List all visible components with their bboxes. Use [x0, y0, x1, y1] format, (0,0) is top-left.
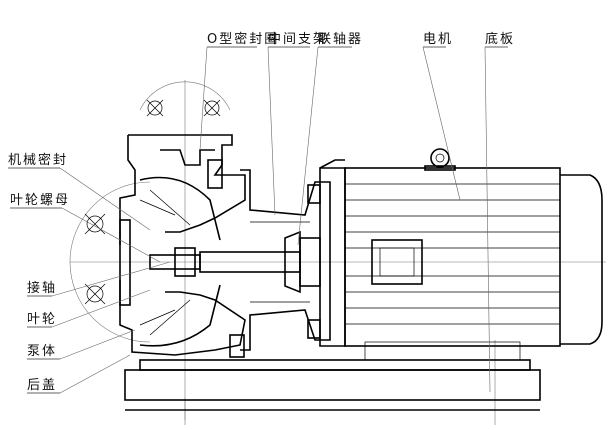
bolt-holes — [84, 99, 221, 305]
label-impeller: 叶轮 — [27, 312, 57, 327]
label-o-ring: O型密封圈 — [207, 31, 279, 47]
base-plate — [124, 341, 541, 411]
shaft — [149, 247, 301, 277]
label-mechanical-seal: 机械密封 — [8, 152, 68, 168]
bracket — [240, 169, 331, 351]
label-impeller-nut: 叶轮螺母 — [10, 193, 70, 208]
pump-body — [119, 134, 246, 358]
label-rear-cover: 后盖 — [27, 378, 57, 393]
label-coupling: 联轴器 — [318, 32, 363, 47]
label-pump-body: 泵体 — [27, 344, 57, 359]
label-motor: 电机 — [423, 32, 453, 47]
label-base-plate: 底板 — [485, 31, 515, 47]
motor — [319, 148, 603, 347]
leader-lines — [8, 46, 508, 394]
center-lines — [69, 80, 606, 425]
label-shaft-extension: 接轴 — [27, 280, 57, 296]
label-middle-bracket: 中间支架 — [268, 32, 328, 47]
